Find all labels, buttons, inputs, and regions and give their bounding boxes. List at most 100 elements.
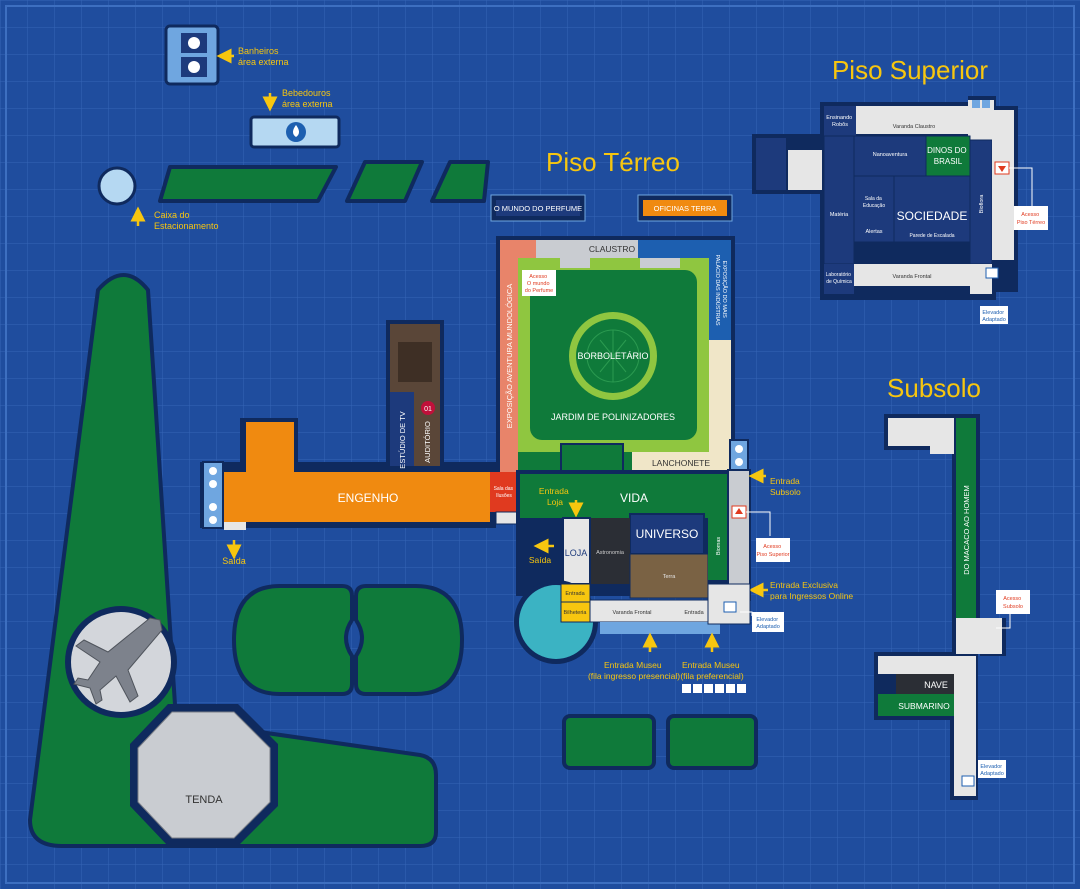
borboletario-label: BORBOLETÁRIO <box>577 351 648 361</box>
acesso-subsolo-label: Acesso Subsolo <box>1003 596 1023 610</box>
terra[interactable] <box>629 553 709 599</box>
acesso-terreo-leader <box>1009 167 1033 206</box>
exposicao-palacio-label: EXPOSIÇÃO DO MAIS PALÁCIO DAS INDÚSTRIAS <box>714 254 728 325</box>
acesso-terreo-callout <box>1014 206 1048 230</box>
nanoaventura-label: Nanoaventura <box>873 152 908 158</box>
biomas-label: Biomas <box>716 537 722 556</box>
jardim-label: JARDIM DE POLINIZADORES <box>551 412 675 422</box>
superior-varanda-frontal[interactable] <box>854 264 970 286</box>
elevador-subsolo-callout <box>978 760 1006 778</box>
garden-bottom-right <box>666 714 758 770</box>
superior-varanda-label: Varanda Frontal <box>892 274 931 280</box>
caixa-estacionamento[interactable] <box>97 166 137 206</box>
dinos-do-brasil[interactable] <box>925 135 971 177</box>
auditorio-label: AUDITÓRIO <box>423 421 432 463</box>
astronomia-label: Astronomia <box>596 550 625 556</box>
parede-label: Parede de Escalada <box>909 233 954 239</box>
oficinas-terra[interactable]: OFICINAS TERRA <box>637 194 733 222</box>
ensinando-robos-label: Ensinando Robôs <box>826 115 854 128</box>
macaco-ao-homem[interactable] <box>956 418 976 618</box>
restroom-icon <box>735 458 743 466</box>
laboratorio-quimica[interactable] <box>824 264 854 294</box>
sala-ilusoes-label: Sala das Ilusões <box>494 486 515 499</box>
sociedade-label: SOCIEDADE <box>897 209 968 223</box>
bioflora-label: Bioflora <box>979 194 985 214</box>
garden-stadium-right <box>354 584 465 696</box>
elevador-terreo-label: Elevador Adaptado <box>756 617 780 630</box>
submarino[interactable] <box>878 694 954 716</box>
title-subsolo: Subsolo <box>887 373 981 403</box>
vida[interactable] <box>520 474 728 518</box>
nave-label: NAVE <box>924 680 948 690</box>
acesso-subsolo-leader <box>996 614 1011 629</box>
loja-label: LOJA <box>565 548 588 558</box>
elevador-superior-callout <box>980 306 1008 324</box>
acesso-superior-callout <box>756 538 790 562</box>
estudio-tv[interactable] <box>390 392 414 466</box>
lanchonete[interactable] <box>632 452 731 472</box>
universo[interactable] <box>629 513 705 555</box>
restroom-icon <box>209 516 217 524</box>
garden-top-3 <box>430 160 490 203</box>
bebedouros-label: Bebedouros área externa <box>282 88 333 109</box>
entrada-small-label: Entrada <box>684 610 704 616</box>
elevador-terreo-callout <box>752 612 784 632</box>
laboratorio-label: Laboratório de Química <box>826 272 853 285</box>
airplane-exhibit <box>65 606 177 718</box>
title-piso-superior: Piso Superior <box>832 55 988 85</box>
nanoaventura[interactable] <box>853 135 927 177</box>
nave[interactable] <box>896 674 956 694</box>
mundo-do-perfume[interactable]: O MUNDO DO PERFUME <box>490 194 586 222</box>
banheiros-externos[interactable] <box>164 24 220 86</box>
caixa-label: Caixa do Estacionamento <box>154 210 219 231</box>
banheiros-label: Banheiros área externa <box>238 46 289 67</box>
acesso-perfume-callout <box>522 270 556 296</box>
engenho-label: ENGENHO <box>338 491 399 505</box>
submarino-label: SUBMARINO <box>898 701 950 711</box>
acesso-subsolo-callout <box>996 590 1030 614</box>
macaco-label: DO MACACO AO HOMEM <box>962 485 971 575</box>
restroom-icon <box>735 445 743 453</box>
exposicao-aventura-label: EXPOSIÇÃO AVENTURA MUNDOLÓGICA <box>505 284 514 428</box>
universo-label: UNIVERSO <box>636 527 699 541</box>
accessibility-icons <box>682 684 746 693</box>
entrada-exclusiva-label: Entrada Exclusiva para Ingressos Online <box>770 580 853 601</box>
lanchonete-label: LANCHONETE <box>652 458 710 468</box>
sala-ilusoes[interactable] <box>490 472 518 512</box>
varanda-claustro[interactable] <box>856 106 968 134</box>
ensinando-robos[interactable] <box>824 106 856 136</box>
bebedouros-externos[interactable] <box>249 115 341 149</box>
varanda-claustro-label: Varanda Claustro <box>893 124 935 130</box>
garden-top-1 <box>158 165 338 203</box>
elevator-icon <box>723 601 737 613</box>
garden-top-2 <box>345 160 424 203</box>
entrada-presencial-label: Entrada Museu (fila ingresso presencial) <box>588 660 680 681</box>
east-corridor <box>727 469 751 601</box>
engenho[interactable] <box>222 472 490 522</box>
sociedade[interactable] <box>893 175 971 243</box>
restroom-icon <box>209 480 217 488</box>
oficinas-terra-label: OFICINAS TERRA <box>654 204 717 213</box>
garden-bottom-left <box>562 714 656 770</box>
auditorio-number: 01 <box>424 406 432 413</box>
restrooms-vida[interactable] <box>729 439 749 471</box>
claustro[interactable] <box>518 240 638 258</box>
biomas[interactable] <box>708 514 728 580</box>
terra-label: Terra <box>663 574 676 580</box>
exposicao-aventura[interactable] <box>500 240 518 472</box>
acesso-terreo-label: Acesso Piso Térreo <box>1017 212 1045 226</box>
borboletario[interactable]: BORBOLETÁRIO <box>569 312 657 400</box>
restrooms-engenho[interactable] <box>202 461 224 529</box>
exposicao-palacio[interactable] <box>638 240 731 258</box>
entrada-subsolo-label: Entrada Subsolo <box>770 476 802 497</box>
sala-educacao-label: Sala da Educação <box>863 196 885 209</box>
title-piso-terreo: Piso Térreo <box>546 147 680 177</box>
tenda[interactable]: TENDA <box>130 704 278 846</box>
elevator-icon <box>961 775 975 787</box>
astronomia[interactable] <box>590 518 630 584</box>
mundo-perfume-label: O MUNDO DO PERFUME <box>494 204 582 213</box>
varanda-frontal-label: Varanda Frontal <box>612 610 651 616</box>
alertas-label: Alertas <box>865 229 882 235</box>
acesso-perfume-label: Acesso O mundo do Perfume <box>525 274 553 294</box>
